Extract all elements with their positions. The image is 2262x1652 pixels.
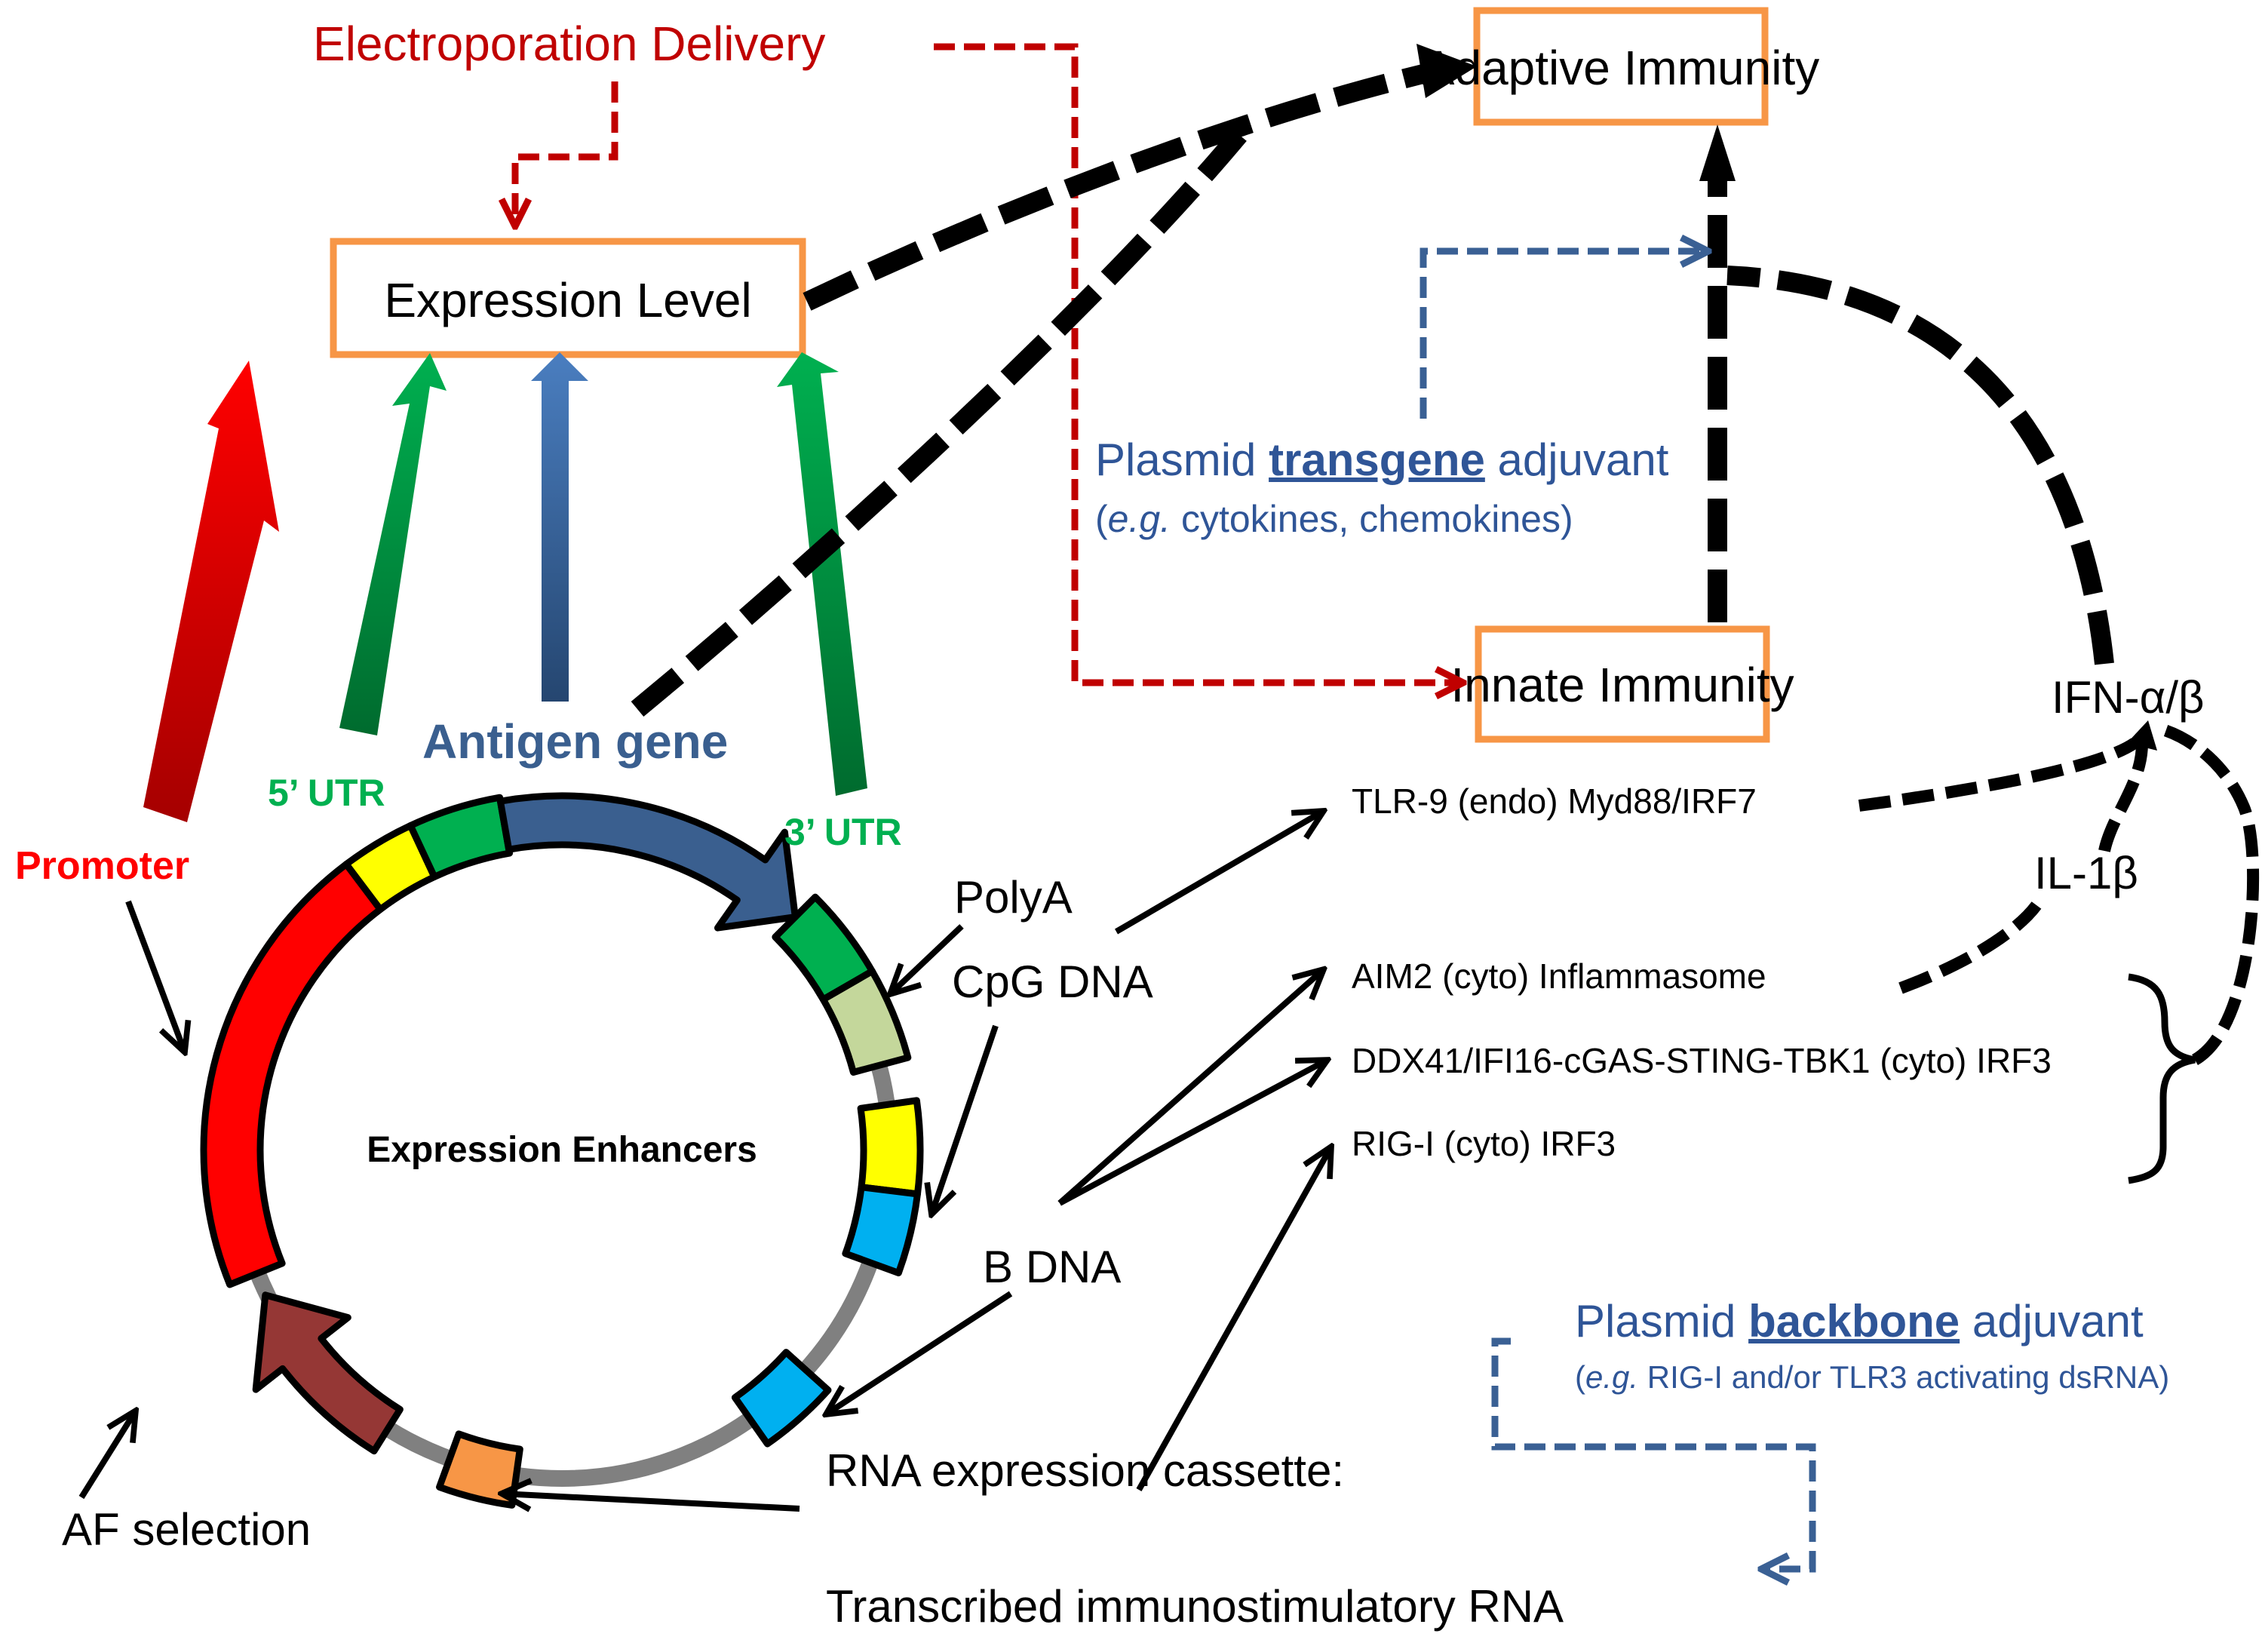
promoter-block-arrow [143, 361, 279, 822]
rna-to-rig-i-arrow [1136, 1147, 1331, 1491]
ifn-to-adaptive-arrow [1726, 266, 2114, 665]
expression-to-adaptive-arrow [803, 58, 1450, 311]
antigen-arrow-shape [531, 352, 588, 702]
aim2-to-il1b-line [1898, 901, 2042, 994]
cpg-to-tlr9-arrow [1114, 811, 1324, 935]
utr3-label: 3’ UTR [784, 811, 902, 853]
backbone-adjuvant-label: Plasmid backbone adjuvant (e.g. RIG-I an… [1575, 1296, 2169, 1395]
transgene-line-2: (e.g. cytokines, chemokines) [1095, 498, 1573, 540]
backbone-line-1: Plasmid backbone adjuvant [1575, 1296, 2144, 1346]
polya-pointer-arrow [890, 924, 964, 994]
plasmid-segments [200, 792, 924, 1509]
innate-immunity-box [1475, 625, 1770, 743]
sensor-brace [2128, 973, 2196, 1184]
promoter-segment [200, 861, 384, 1288]
plasmid: Expression Enhancers [200, 792, 924, 1509]
adaptive-immunity-node: Adaptive Immunity [1423, 7, 1819, 126]
utr3-arrow-shape [777, 352, 867, 796]
cpg-dna-label: CpG DNA [952, 957, 1153, 1007]
backbone-to-rna-arrow [1491, 1337, 1816, 1569]
promoter-pointer-arrow [125, 900, 185, 1052]
innate-immunity-label: Innate Immunity [1450, 658, 1794, 712]
expression-level-label: Expression Level [384, 273, 751, 327]
polya-label: PolyA [954, 872, 1073, 923]
antigen-gene-label: Antigen gene [422, 714, 728, 769]
af-pointer-arrow [78, 1411, 136, 1500]
il-1beta-label: IL-1β [2034, 848, 2138, 898]
transgene-adjuvant-label: Plasmid transgene adjuvant (e.g. cytokin… [1095, 434, 1669, 540]
b-dna-label: B DNA [983, 1242, 1121, 1292]
expression-level-box [330, 238, 806, 358]
antigen-gene-segment [496, 792, 799, 932]
antigen-to-adaptive-arrow [631, 121, 1253, 717]
rna-pointer-arrow [502, 1494, 800, 1509]
utr5-segment [407, 794, 514, 880]
innate-immunity-node: Innate Immunity [1450, 625, 1794, 743]
utr5-label: 5’ UTR [268, 772, 385, 814]
af-selection-segment [252, 1291, 404, 1455]
tlr9-to-ifn-arrow [1858, 738, 2138, 812]
bdna-blue-segment [842, 1184, 921, 1276]
backbone-line-2: (e.g. RIG-I and/or TLR3 activating dsRNA… [1575, 1359, 2169, 1395]
antigen-block-arrow [531, 352, 588, 702]
cpg-pointer-arrow [932, 1024, 999, 1214]
bdna-to-aim2-arrow [1057, 969, 1324, 1205]
delivery-to-innate-arrow [934, 43, 1463, 683]
expression-level-node: Expression Level [330, 238, 806, 358]
af-selection-label: AF selection [62, 1504, 311, 1555]
sensor-aim2: AIM2 (cyto) Inflammasome [1352, 957, 1766, 996]
electroporation-delivery-label: Electroporation Delivery [313, 17, 825, 71]
bdna-to-cgas-arrow [1058, 1060, 1327, 1206]
bdna-blue-segment-lower [731, 1349, 832, 1448]
adaptive-arrowhead-1 [1416, 44, 1477, 98]
promoter-arrow-shape [143, 361, 279, 822]
transgene-line-1: Plasmid transgene adjuvant [1095, 434, 1669, 485]
ifn-alpha-beta-label: IFN-α/β [2052, 672, 2205, 723]
rna-cassette-label-1: RNA expression cassette: [826, 1445, 1344, 1496]
brace-to-ifn-arrow [2155, 722, 2260, 1065]
transgene-to-adaptive-arrow [1420, 251, 1708, 419]
sensor-rig-i: RIG-I (cyto) IRF3 [1352, 1124, 1616, 1163]
ifn-arrowhead [2127, 720, 2157, 751]
utr3-block-arrow [777, 352, 867, 796]
adaptive-arrowhead-2 [1699, 124, 1736, 181]
cpg-yellow-segment [857, 1097, 924, 1198]
utr5-arrow-shape [339, 353, 447, 735]
rna-cassette-label-2: Transcribed immunostimulatory RNA [826, 1581, 1564, 1632]
bdna-pointer-arrow [826, 1291, 1013, 1414]
sensor-tlr9: TLR-9 (endo) Myd88/IRF7 [1352, 781, 1757, 821]
delivery-to-expression-arrow [515, 81, 618, 226]
il1b-to-ifn-arrow [2098, 742, 2148, 852]
polya-segment [819, 968, 912, 1076]
adaptive-immunity-label: Adaptive Immunity [1423, 41, 1819, 95]
sensor-cgas-sting: DDX41/IFI16-cGAS-STING-TBK1 (cyto) IRF3 [1352, 1041, 2052, 1080]
adaptive-immunity-box [1473, 7, 1769, 126]
plasmid-center-label: Expression Enhancers [367, 1130, 757, 1170]
promoter-label: Promoter [15, 844, 189, 888]
utr5-block-arrow [339, 353, 447, 735]
